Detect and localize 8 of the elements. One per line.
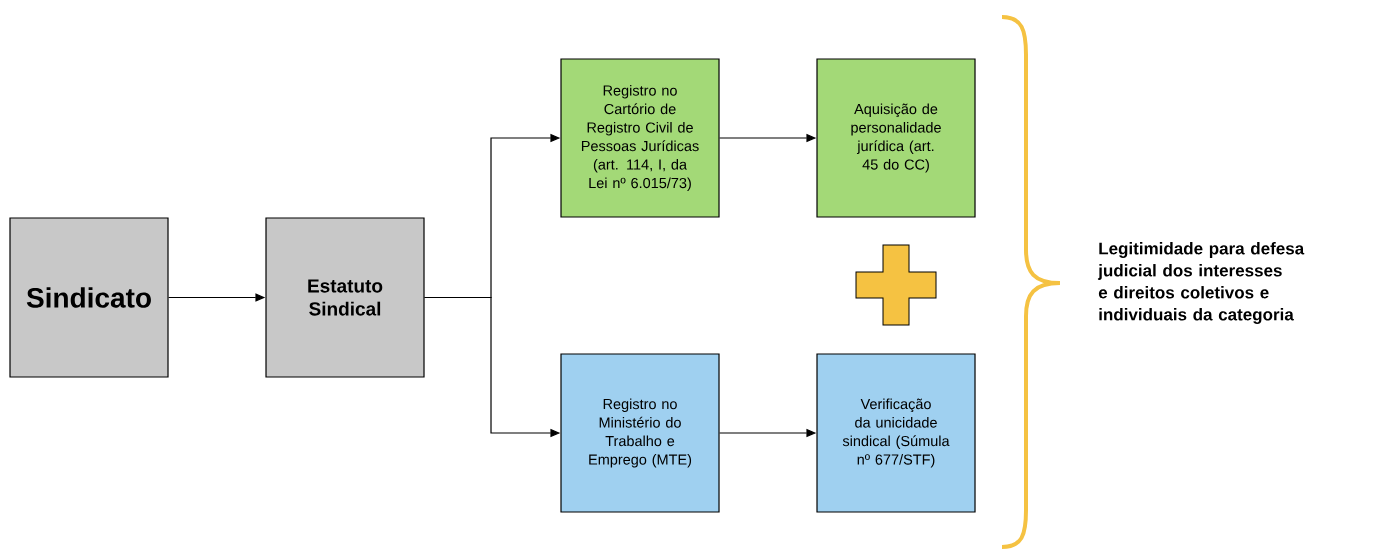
process-box: Registro no Ministério do Trabalho e Emprego (MTE): [560, 353, 720, 513]
process-box: Estatuto Sindical: [265, 217, 425, 378]
result-text: Legitimidade para defesa judicial dos interesses e direitos coletivos e individuais da categoria: [1097, 242, 1305, 324]
process-box: Verificação da unicidade sindical (Súmula nº 677/STF): [816, 353, 976, 513]
plus-sign: [855, 244, 937, 326]
process-box: Aquisição de personalidade jurídica (art. 45 do CC): [816, 58, 976, 218]
process-box: Registro no Cartório de Registro Civil de Pessoas Jurídicas (art. 114, I, da Lei nº 6.015/73): [560, 58, 720, 218]
process-box: Sindicato: [9, 217, 169, 378]
